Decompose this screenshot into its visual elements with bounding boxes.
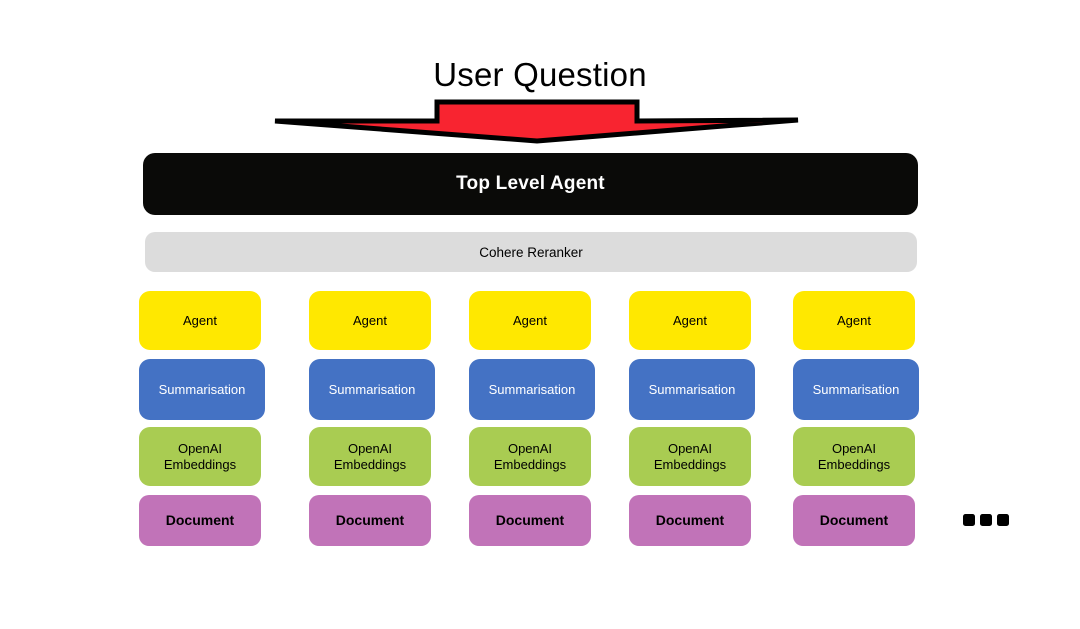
document-node[interactable]: Document — [793, 495, 915, 546]
openai-embeddings-label-line2: Embeddings — [653, 456, 727, 472]
summarisation-label: Summarisation — [648, 381, 736, 397]
pipeline-column-1: Agent Summarisation OpenAI Embeddings Do… — [139, 289, 265, 551]
agent-label: Agent — [673, 312, 707, 328]
ellipsis-dot — [980, 514, 992, 526]
pipeline-columns: Agent Summarisation OpenAI Embeddings Do… — [139, 289, 919, 551]
openai-embeddings-node[interactable]: OpenAI Embeddings — [309, 427, 431, 486]
openai-embeddings-node[interactable]: OpenAI Embeddings — [139, 427, 261, 486]
agent-label: Agent — [353, 312, 387, 328]
summarisation-node[interactable]: Summarisation — [469, 359, 595, 420]
openai-embeddings-label-line1: OpenAI — [667, 440, 713, 456]
top-level-agent-bar[interactable]: Top Level Agent — [143, 153, 918, 215]
down-arrow-icon — [265, 96, 810, 148]
openai-embeddings-label-line2: Embeddings — [163, 456, 237, 472]
summarisation-label: Summarisation — [488, 381, 576, 397]
agent-label: Agent — [513, 312, 547, 328]
openai-embeddings-node[interactable]: OpenAI Embeddings — [469, 427, 591, 486]
document-label: Document — [819, 511, 889, 528]
page-title: User Question — [433, 56, 647, 93]
cohere-reranker-label: Cohere Reranker — [479, 244, 583, 260]
agent-node[interactable]: Agent — [629, 291, 751, 350]
ellipsis-dot — [997, 514, 1009, 526]
agent-node[interactable]: Agent — [139, 291, 261, 350]
openai-embeddings-label-line2: Embeddings — [333, 456, 407, 472]
pipeline-column-5: Agent Summarisation OpenAI Embeddings Do… — [793, 289, 919, 551]
document-label: Document — [335, 511, 405, 528]
top-level-agent-label: Top Level Agent — [456, 173, 605, 194]
openai-embeddings-label: OpenAI Embeddings — [818, 441, 890, 473]
summarisation-node[interactable]: Summarisation — [139, 359, 265, 420]
cohere-reranker-bar[interactable]: Cohere Reranker — [145, 232, 917, 272]
openai-embeddings-label: OpenAI Embeddings — [164, 441, 236, 473]
pipeline-column-3: Agent Summarisation OpenAI Embeddings Do… — [469, 289, 595, 551]
pipeline-column-2: Agent Summarisation OpenAI Embeddings Do… — [309, 289, 435, 551]
summarisation-label: Summarisation — [328, 381, 416, 397]
summarisation-label: Summarisation — [158, 381, 246, 397]
openai-embeddings-label: OpenAI Embeddings — [334, 441, 406, 473]
document-label: Document — [165, 511, 235, 528]
document-label: Document — [655, 511, 725, 528]
summarisation-node[interactable]: Summarisation — [629, 359, 755, 420]
openai-embeddings-label-line2: Embeddings — [817, 456, 891, 472]
ellipsis-icon — [963, 512, 1009, 528]
summarisation-node[interactable]: Summarisation — [309, 359, 435, 420]
agent-node[interactable]: Agent — [793, 291, 915, 350]
openai-embeddings-label: OpenAI Embeddings — [494, 441, 566, 473]
summarisation-node[interactable]: Summarisation — [793, 359, 919, 420]
ellipsis-dot — [963, 514, 975, 526]
openai-embeddings-label-line2: Embeddings — [493, 456, 567, 472]
openai-embeddings-label-line1: OpenAI — [831, 440, 877, 456]
openai-embeddings-label-line1: OpenAI — [177, 440, 223, 456]
agent-node[interactable]: Agent — [469, 291, 591, 350]
agent-node[interactable]: Agent — [309, 291, 431, 350]
document-node[interactable]: Document — [139, 495, 261, 546]
openai-embeddings-node[interactable]: OpenAI Embeddings — [793, 427, 915, 486]
pipeline-column-4: Agent Summarisation OpenAI Embeddings Do… — [629, 289, 755, 551]
document-node[interactable]: Document — [629, 495, 751, 546]
document-node[interactable]: Document — [309, 495, 431, 546]
agent-label: Agent — [183, 312, 217, 328]
openai-embeddings-label-line1: OpenAI — [507, 440, 553, 456]
document-label: Document — [495, 511, 565, 528]
agent-label: Agent — [837, 312, 871, 328]
openai-embeddings-label: OpenAI Embeddings — [654, 441, 726, 473]
openai-embeddings-node[interactable]: OpenAI Embeddings — [629, 427, 751, 486]
openai-embeddings-label-line1: OpenAI — [347, 440, 393, 456]
document-node[interactable]: Document — [469, 495, 591, 546]
summarisation-label: Summarisation — [812, 381, 900, 397]
